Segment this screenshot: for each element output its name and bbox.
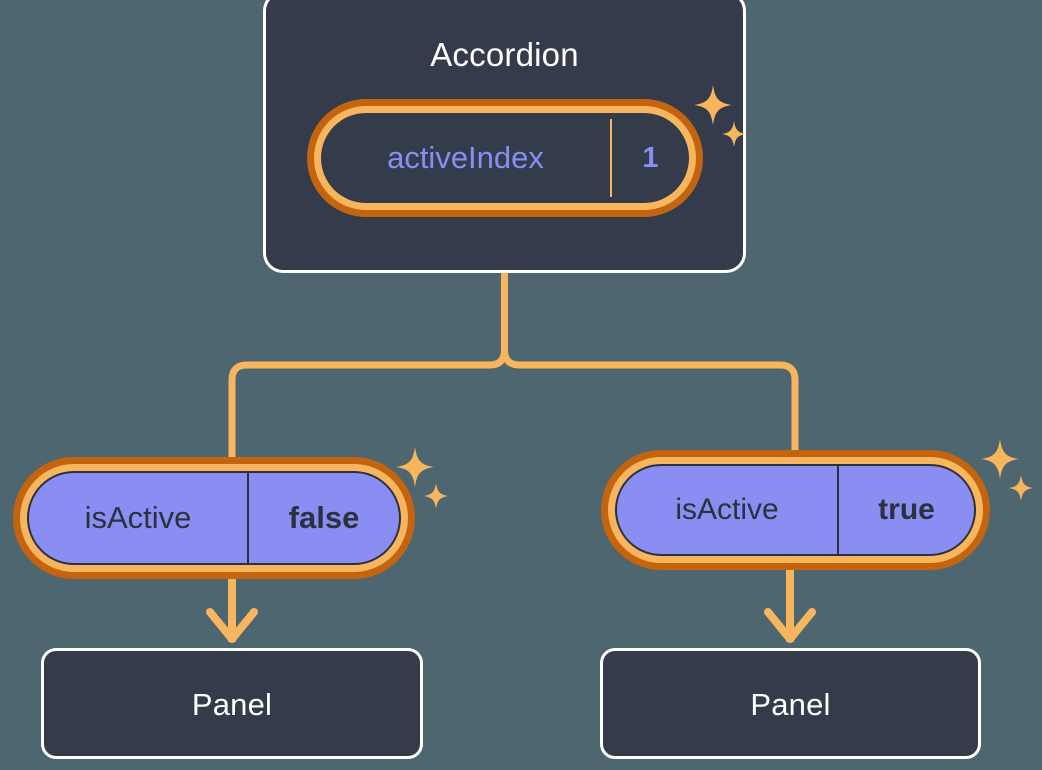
component-node-panel-left[interactable]: Panel bbox=[41, 648, 423, 759]
panel-right-title: Panel bbox=[750, 687, 831, 722]
panel-left-title: Panel bbox=[191, 687, 273, 722]
state-pill-body: activeIndex 1 bbox=[321, 113, 689, 203]
state-value-is-active-left: false bbox=[288, 500, 360, 535]
state-pill-is-active-false[interactable]: isActive false bbox=[13, 457, 415, 579]
state-key-is-active-right: isActive bbox=[675, 493, 779, 526]
branch-connector-icon bbox=[228, 268, 508, 464]
state-pill-ring: activeIndex 1 bbox=[314, 106, 696, 210]
state-key-active-index: activeIndex bbox=[387, 140, 544, 175]
state-pill-divider bbox=[837, 466, 839, 554]
component-node-panel-right[interactable]: Panel bbox=[600, 648, 981, 759]
state-pill-ring: isActive true bbox=[608, 457, 983, 563]
state-pill-ring: isActive false bbox=[20, 464, 408, 572]
state-pill-active-index[interactable]: activeIndex 1 bbox=[307, 99, 703, 217]
state-value-active-index: 1 bbox=[642, 141, 659, 174]
state-key-is-active-left: isActive bbox=[84, 500, 192, 535]
state-pill-body: isActive false bbox=[27, 471, 401, 565]
sparkle-four-point-large-icon bbox=[981, 439, 1033, 501]
state-pill-divider bbox=[610, 119, 612, 197]
state-pill-divider bbox=[247, 473, 249, 563]
state-pill-is-active-true[interactable]: isActive true bbox=[601, 450, 990, 570]
state-pill-body: isActive true bbox=[615, 464, 976, 556]
arrow-down-right-icon bbox=[764, 608, 816, 643]
branch-connector-right-icon bbox=[501, 268, 799, 456]
state-value-is-active-right: true bbox=[878, 493, 935, 526]
accordion-title: Accordion bbox=[430, 36, 579, 73]
arrow-down-left-icon bbox=[206, 608, 258, 643]
